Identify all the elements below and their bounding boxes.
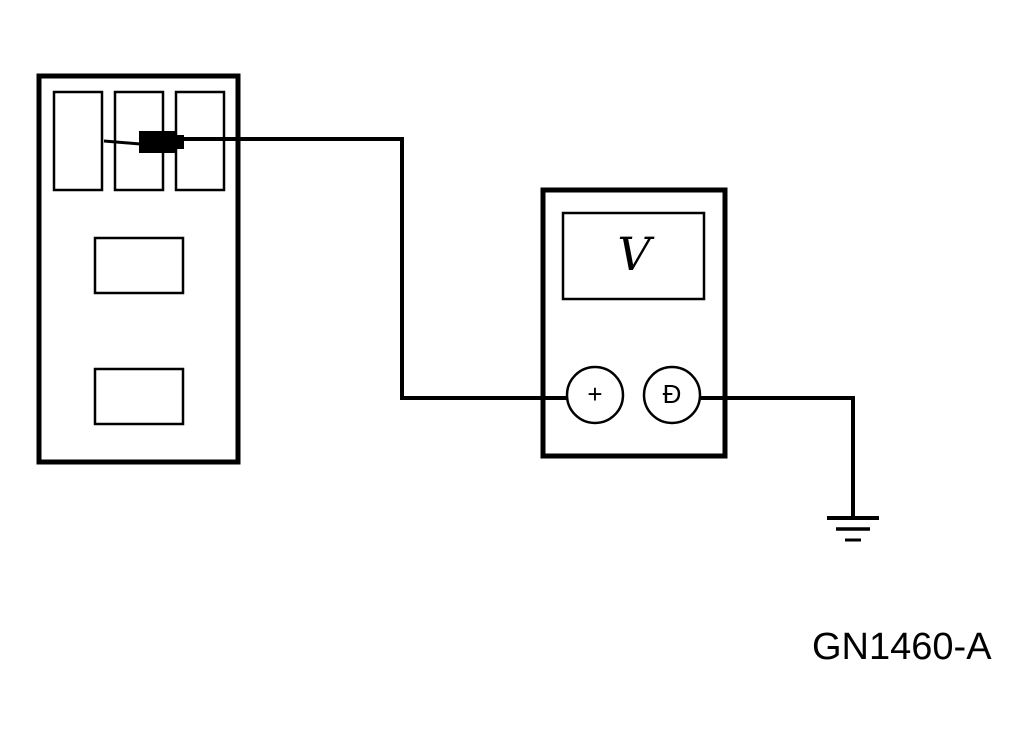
voltmeter-body bbox=[540, 187, 728, 459]
negative-terminal-label: Đ bbox=[663, 379, 682, 409]
test-probe bbox=[103, 131, 184, 153]
ground-icon bbox=[827, 516, 879, 542]
positive-terminal-label: + bbox=[587, 379, 602, 409]
probe-body bbox=[139, 131, 175, 153]
positive-lead-wire bbox=[184, 137, 567, 400]
ground-lead-wire bbox=[700, 396, 855, 518]
fuse-box bbox=[36, 73, 241, 465]
voltmeter-display bbox=[561, 211, 706, 301]
probe-tip bbox=[103, 139, 141, 146]
figure-id: GN1460-A bbox=[812, 626, 992, 668]
relay-slot-1 bbox=[93, 236, 185, 295]
probe-grip bbox=[172, 135, 184, 149]
fuse-box-outline bbox=[36, 73, 241, 465]
negative-terminal bbox=[642, 365, 702, 425]
fuse-slot-1 bbox=[52, 90, 104, 192]
relay-slot-2 bbox=[93, 367, 185, 426]
positive-terminal bbox=[565, 365, 625, 425]
voltmeter-display-symbol: V bbox=[617, 227, 655, 281]
voltmeter: V + Đ bbox=[540, 187, 728, 459]
